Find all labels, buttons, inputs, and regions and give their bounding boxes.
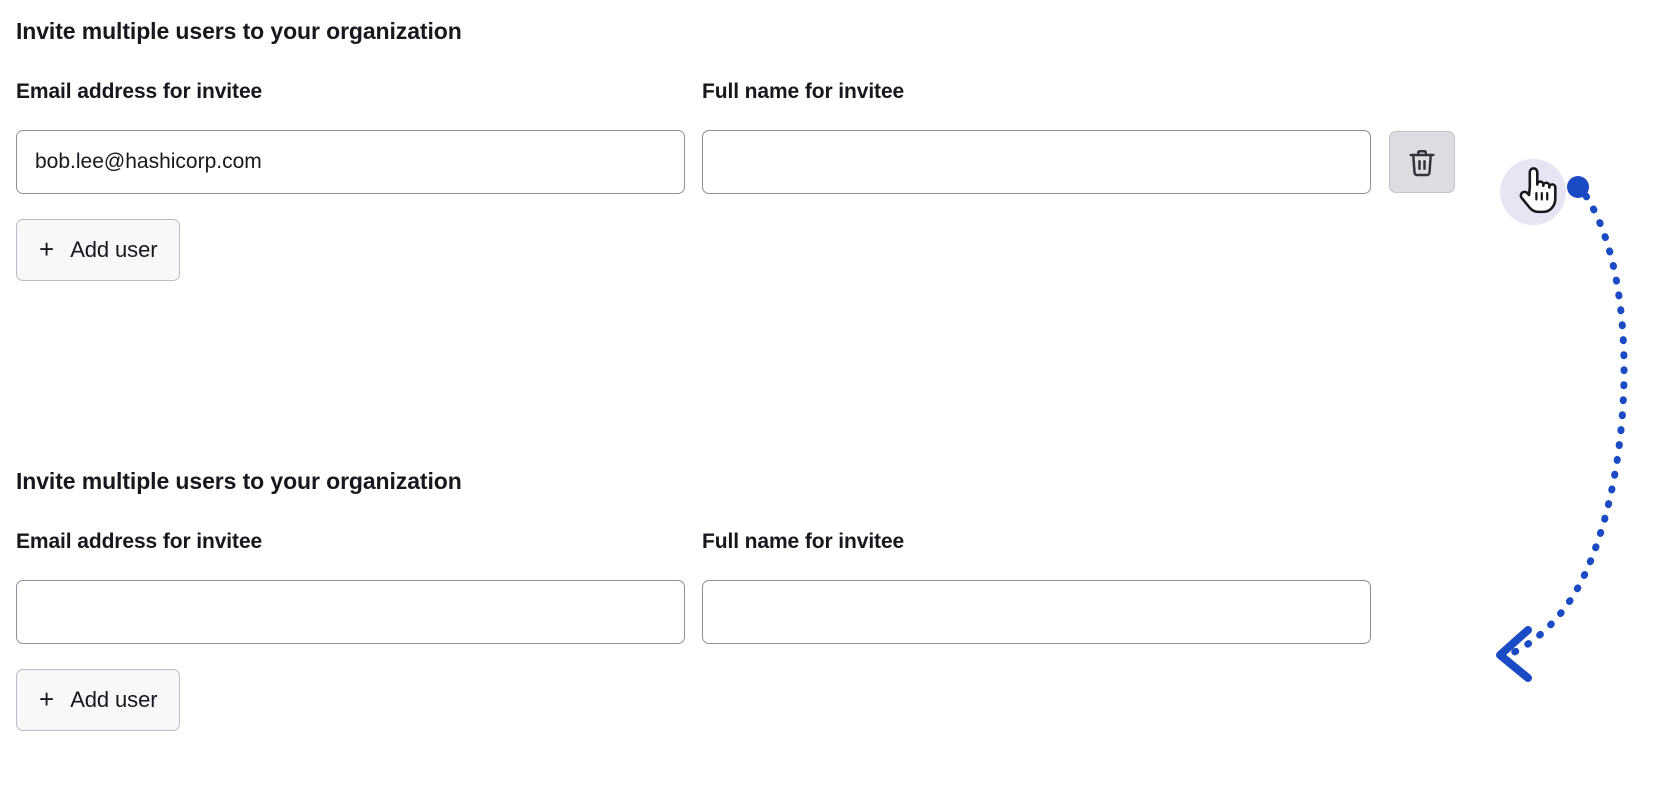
full-name-field-label: Full name for invitee [702,80,905,103]
add-user-label-2: Add user [70,687,158,712]
email-field-label-2: Email address for invitee [16,530,263,553]
email-field-label: Email address for invitee [16,80,263,103]
arrow-start-dot [1567,176,1589,198]
trash-icon [1407,147,1437,178]
email-input[interactable] [16,130,685,194]
full-name-input[interactable] [702,130,1371,194]
add-user-label: Add user [70,237,158,262]
arrow-dotted-curve [1504,192,1628,659]
email-input-2[interactable] [16,580,685,644]
cursor-highlight-halo [1500,159,1566,225]
add-user-button-2[interactable]: + Add user [16,669,181,731]
full-name-field-label-2: Full name for invitee [702,530,905,553]
full-name-input-2[interactable] [702,580,1371,644]
page-title-2: Invite multiple users to your organizati… [16,468,462,494]
plus-icon: + [39,684,55,714]
page-title: Invite multiple users to your organizati… [16,18,462,44]
arrow-head [1496,626,1532,682]
hand-pointer-cursor [1516,165,1558,222]
add-user-button[interactable]: + Add user [16,219,181,281]
plus-icon: + [39,234,55,264]
remove-invitee-button[interactable] [1389,131,1455,193]
